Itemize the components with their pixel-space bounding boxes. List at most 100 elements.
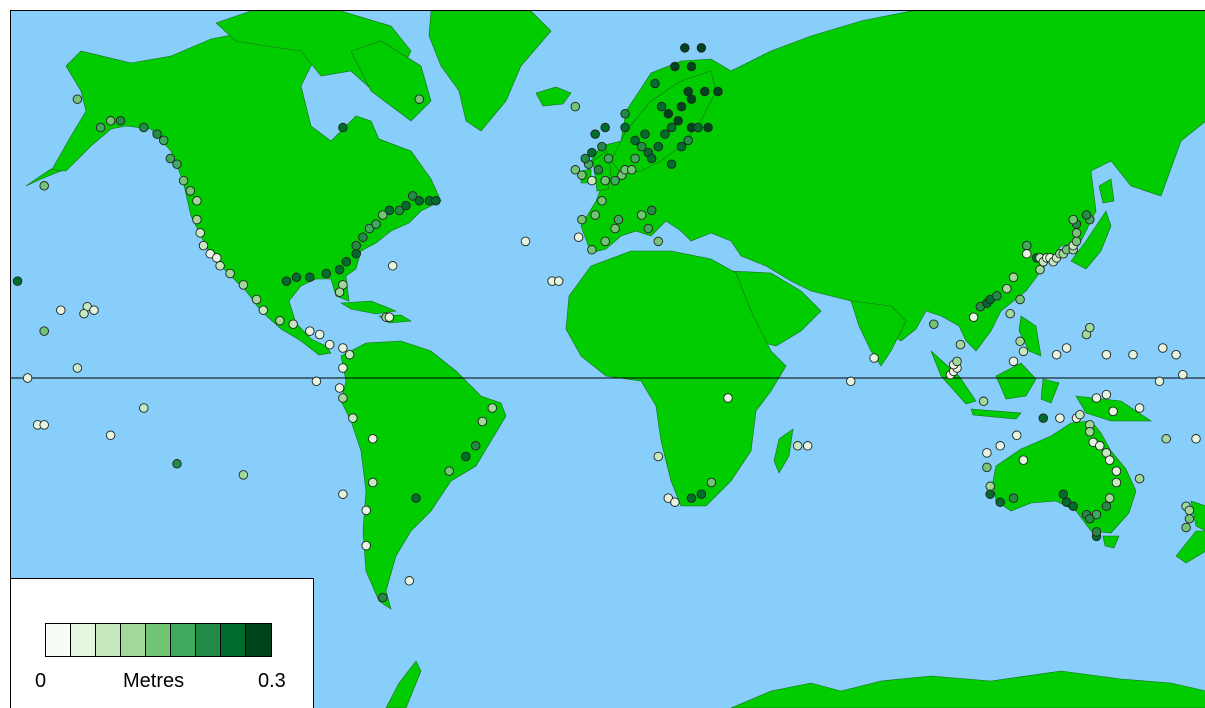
tide-gauge-station: [600, 175, 610, 186]
tide-gauge-station: [723, 393, 733, 403]
tide-gauge-station: [636, 141, 647, 152]
tide-gauge-station: [706, 477, 717, 488]
tide-gauge-station: [1104, 455, 1115, 465]
tide-gauge-station: [686, 61, 697, 72]
tide-gauge-station: [653, 141, 664, 152]
tide-gauge-station: [620, 122, 630, 133]
tide-gauge-station: [603, 153, 614, 164]
tide-gauge-station: [570, 101, 581, 112]
tide-gauge-station: [1184, 514, 1195, 524]
tide-gauge-station: [195, 228, 205, 238]
tide-gauge-station: [1091, 393, 1102, 403]
tide-gauge-station: [1154, 376, 1165, 387]
tide-gauge-station: [985, 481, 995, 492]
tide-gauge-station: [802, 441, 813, 451]
tide-gauge-station: [394, 205, 405, 216]
tide-gauge-station: [700, 86, 710, 97]
tide-gauge-station: [1018, 455, 1029, 465]
tide-gauge-station: [1158, 343, 1168, 353]
tide-gauge-station: [610, 223, 620, 234]
tide-gauge-station: [630, 135, 640, 146]
tide-gauge-station: [995, 441, 1005, 451]
tide-gauge-station: [1085, 322, 1095, 333]
tide-gauge-station: [444, 466, 454, 476]
tide-gauge-station: [1005, 308, 1015, 319]
tide-gauge-station: [1111, 466, 1122, 476]
tide-gauge-station: [683, 135, 693, 146]
tide-gauge-station: [407, 191, 418, 201]
tide-gauge-station: [378, 210, 388, 220]
tide-gauge-station: [115, 116, 126, 126]
tide-gauge-station: [1055, 413, 1065, 423]
tide-gauge-station: [686, 493, 697, 503]
tide-gauge-station: [361, 540, 371, 551]
tide-gauge-station: [1022, 240, 1032, 251]
tide-gauge-station: [358, 232, 368, 242]
tide-gauge-station: [1081, 210, 1092, 220]
tide-gauge-station: [364, 223, 375, 234]
tide-gauge-station: [361, 505, 371, 516]
tide-gauge-station: [653, 236, 664, 247]
tide-gauge-station: [39, 326, 49, 336]
tide-gauge-station: [281, 276, 292, 286]
tide-gauge-station: [1085, 514, 1095, 524]
tide-gauge-station: [378, 592, 388, 603]
land-antarctic-peninsula: [385, 660, 422, 708]
tide-gauge-station: [1181, 522, 1191, 533]
tide-gauge-station: [384, 312, 395, 322]
tide-gauge-station: [414, 94, 425, 104]
tide-gauge-station: [338, 122, 348, 133]
land-philippines: [1018, 315, 1042, 357]
tide-gauge-station: [1068, 214, 1078, 225]
tide-gauge-station: [630, 153, 640, 164]
legend-min-label: 0: [35, 670, 47, 692]
tide-gauge-station: [291, 272, 302, 283]
land-new-zealand-north: [1190, 500, 1205, 531]
tide-gauge-station: [344, 349, 355, 360]
tide-gauge-station: [334, 287, 345, 297]
tide-gauge-station: [1051, 349, 1062, 360]
tide-gauge-station: [636, 210, 647, 220]
tide-gauge-station: [1018, 346, 1029, 357]
tide-gauge-station: [351, 249, 361, 259]
land-borneo: [995, 362, 1037, 400]
tide-gauge-station: [982, 462, 992, 473]
tide-gauge-station: [305, 326, 315, 336]
tide-gauge-station: [192, 196, 202, 206]
tide-gauge-station: [1101, 349, 1112, 360]
land-india: [850, 300, 907, 367]
tide-gauge-station: [1008, 272, 1019, 283]
tide-gauge-station: [178, 175, 189, 186]
tide-gauge-station: [477, 416, 488, 427]
land-new-zealand-south: [1175, 530, 1205, 564]
tide-gauge-station: [1035, 264, 1045, 275]
tide-gauge-station: [1108, 406, 1118, 417]
tide-gauge-station: [338, 363, 348, 373]
tide-gauge-station: [258, 305, 269, 315]
tide-gauge-station: [673, 116, 683, 126]
tide-gauge-station: [22, 373, 33, 383]
tide-gauge-station: [593, 165, 604, 175]
tide-gauge-station: [404, 576, 415, 586]
tide-gauge-station: [212, 253, 222, 263]
tide-gauge-station: [72, 94, 83, 104]
tide-gauge-station: [1091, 509, 1102, 520]
tide-gauge-station: [238, 280, 249, 290]
tide-gauge-station: [1091, 527, 1102, 537]
tide-gauge-station: [676, 101, 687, 112]
tide-gauge-station: [198, 240, 209, 251]
tide-gauge-station: [56, 305, 66, 315]
tide-gauge-station: [680, 43, 690, 53]
tide-gauge-station: [238, 470, 249, 480]
tide-gauge-station: [72, 363, 83, 373]
legend-swatch: [96, 624, 121, 656]
tide-gauge-station: [587, 245, 597, 255]
tide-gauge-station: [1008, 493, 1019, 503]
tide-gauge-station: [792, 441, 803, 451]
tide-gauge-station: [968, 312, 979, 322]
land-madagascar: [773, 428, 794, 474]
tide-gauge-station: [172, 459, 182, 469]
tide-gauge-station: [676, 141, 687, 152]
tide-gauge-station: [311, 376, 322, 387]
tide-gauge-station: [992, 291, 1002, 301]
